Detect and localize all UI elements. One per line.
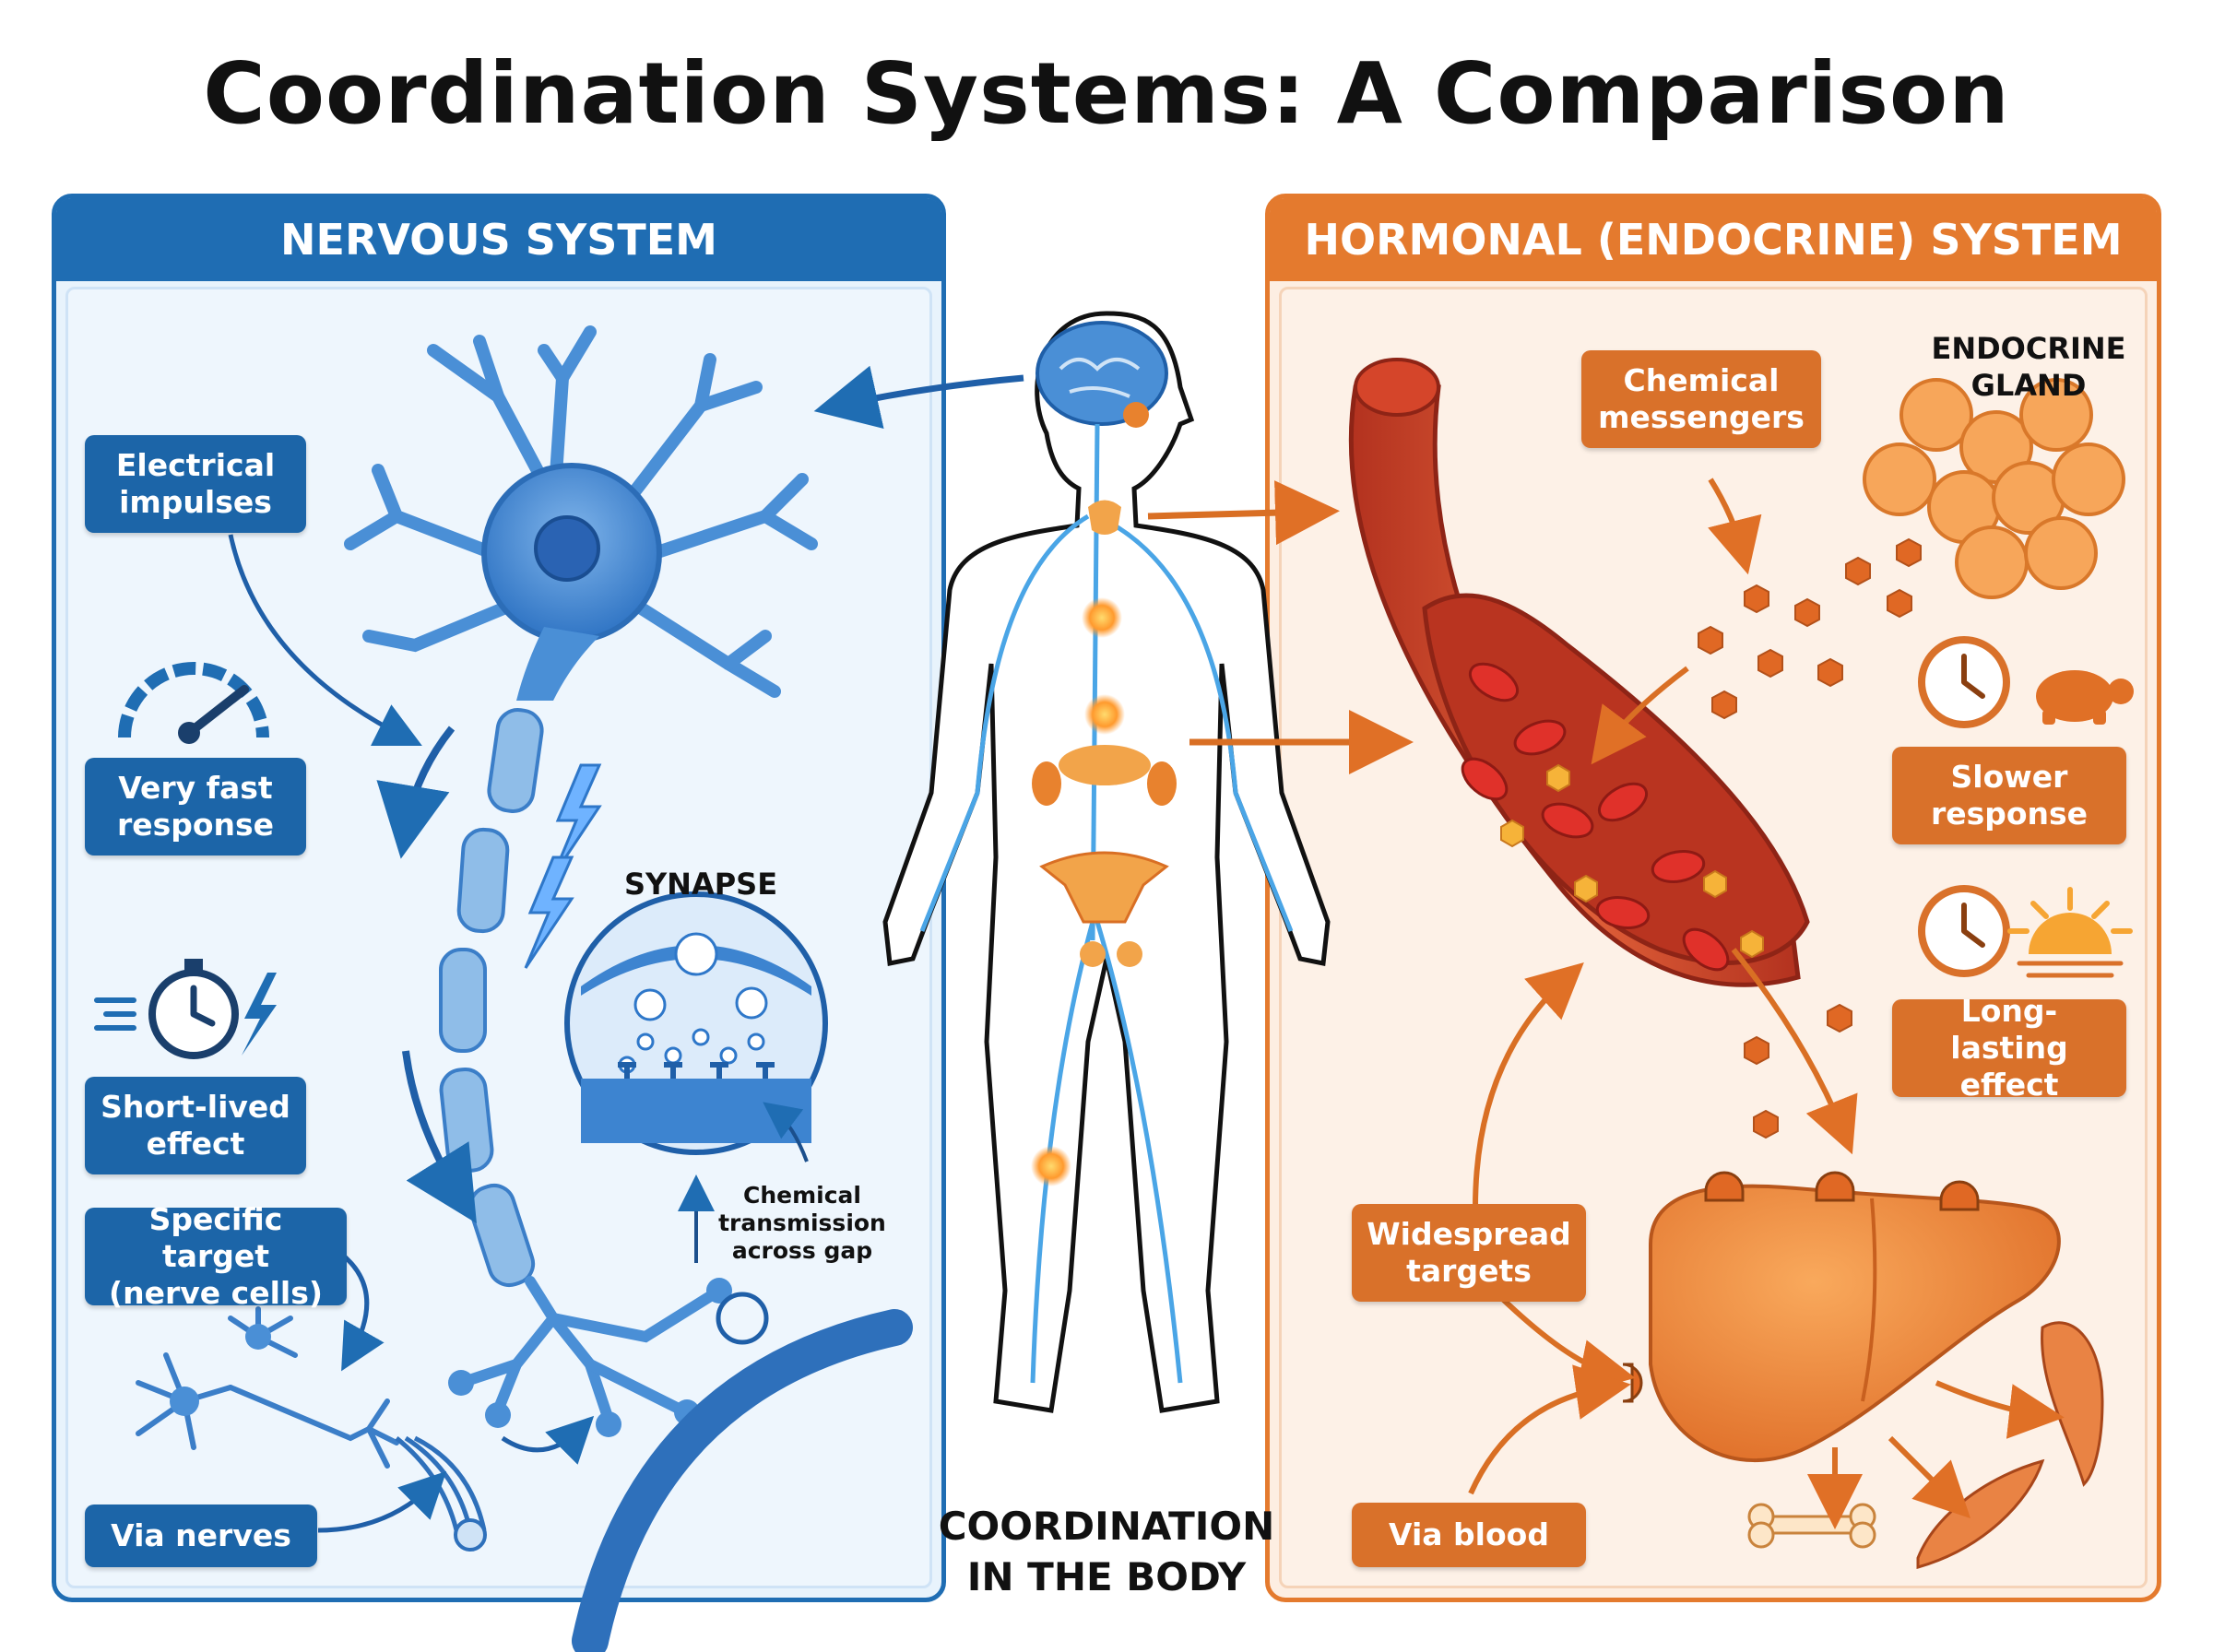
blood-vessel-illustration [1348,358,1810,987]
chemical-messengers-label: Chemical messengers [1581,350,1821,448]
clock-icon [1918,885,2010,977]
nerve-bundle-illustration [395,1435,487,1531]
endocrine-gland-illustration [1863,378,2125,599]
human-body-illustration [882,311,1331,1413]
widespread-targets-label: Widespread targets [1352,1204,1586,1302]
hormonal-system-header: HORMONAL (ENDOCRINE) SYSTEM [1270,198,2157,281]
speedometer-icon [118,662,269,744]
via-nerves-label: Via nerves [85,1504,317,1567]
specific-target-label: Specific target (nerve cells) [85,1201,347,1311]
endocrine-gland-title: ENDOCRINE GLAND [1931,331,2126,403]
muscle-illustration [1916,1321,2104,1569]
synapse-title: SYNAPSE [623,867,778,902]
page-title: Coordination Systems: A Comparison [203,44,2010,143]
neuron-illustration [344,325,913,1652]
liver-illustration [1622,1171,2061,1463]
short-lived-effect-label: Short-lived effect [85,1077,306,1174]
turtle-icon [2036,670,2134,725]
nervous-system-header: NERVOUS SYSTEM [56,198,941,281]
center-caption: COORDINATION IN THE BODY [938,1504,1275,1599]
slower-response-label: Slower response [1892,747,2126,844]
stopwatch-icon [94,959,277,1059]
bone-illustration [1747,1503,1876,1549]
clock-icon [1918,636,2010,728]
very-fast-response-label: Very fast response [85,758,306,856]
synapse-caption: Chemical transmission across gap [718,1182,886,1264]
sun-icon [2007,887,2133,978]
electrical-impulses-label: Electrical impulses [85,435,306,533]
via-blood-label: Via blood [1352,1503,1586,1567]
long-lasting-effect-label: Long-lasting effect [1892,993,2126,1103]
